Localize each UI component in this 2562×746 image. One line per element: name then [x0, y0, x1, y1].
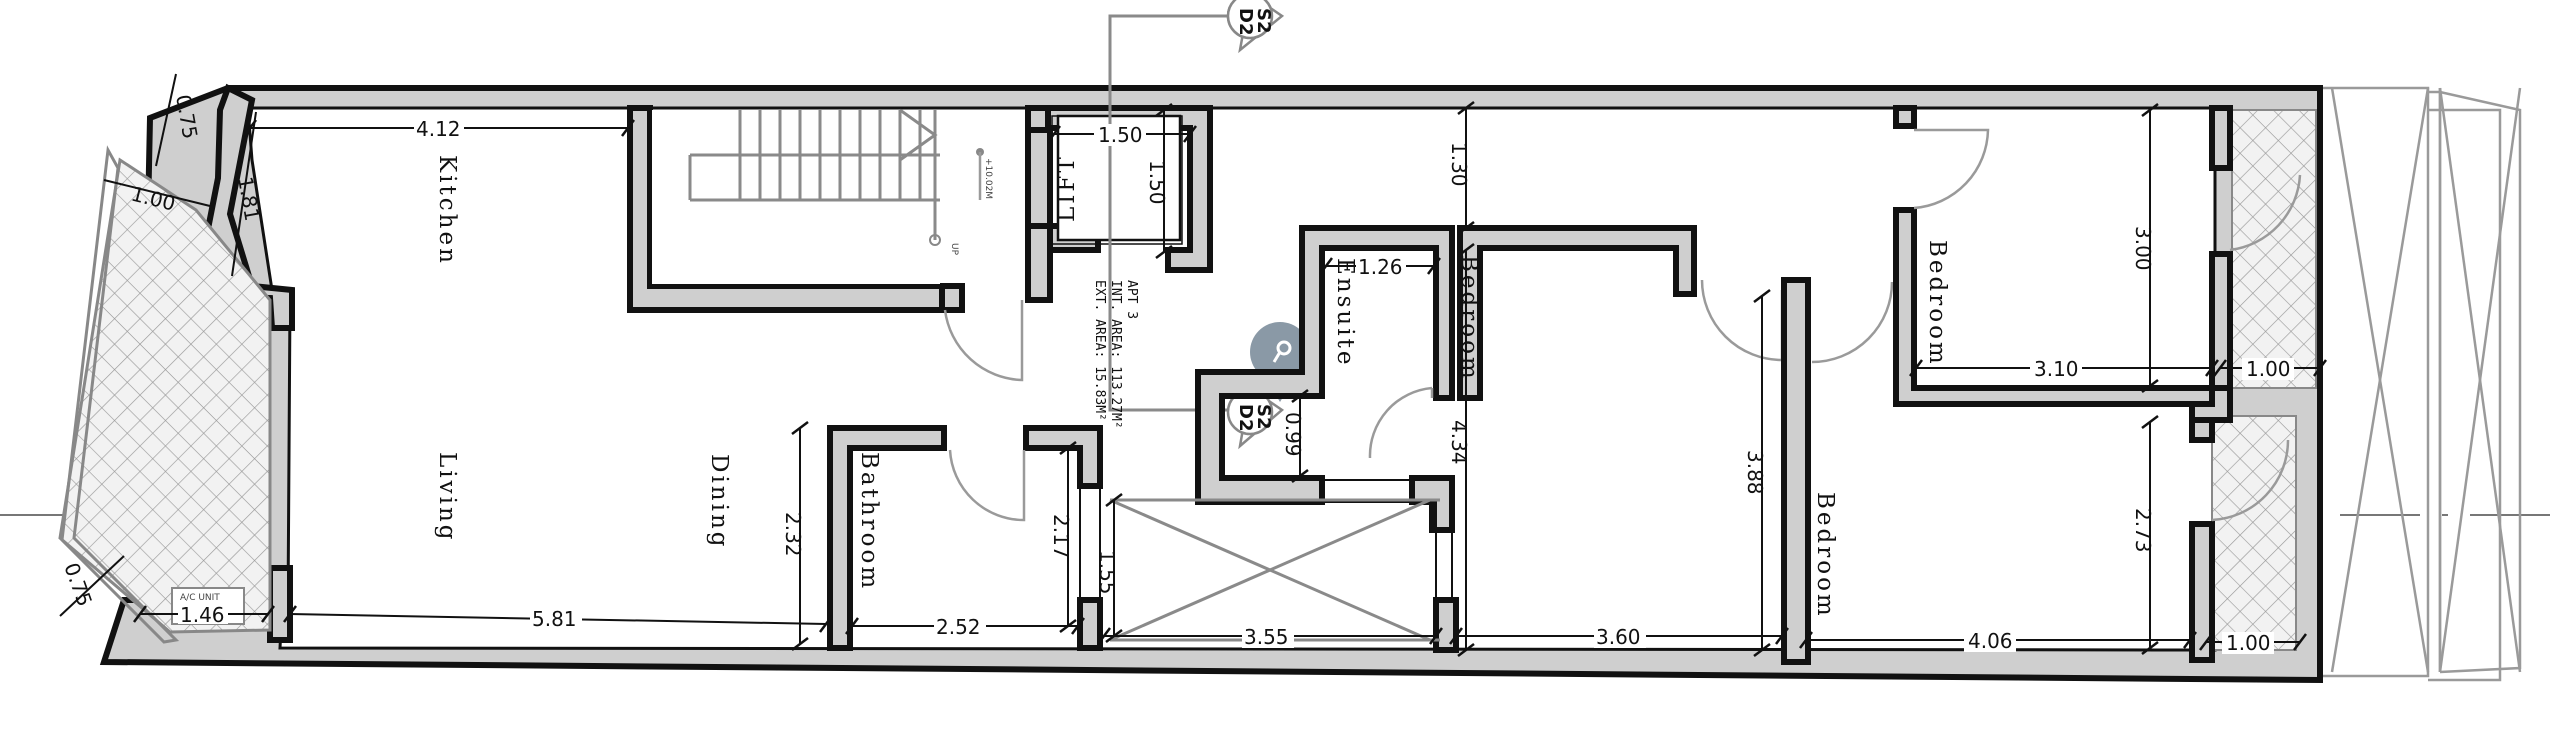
section-marker-top[interactable]: S2 D2 — [1226, 0, 1285, 54]
dim-1-26: 1.26 — [1358, 255, 1403, 279]
lift-shaft — [1051, 115, 1183, 245]
living-label: Living — [434, 452, 460, 543]
lightwell — [1109, 498, 1440, 642]
stair-up-label: UP — [949, 243, 959, 256]
dim-3-10: 3.10 — [2034, 357, 2079, 381]
ac-unit-label: A/C UNIT — [180, 593, 220, 603]
bathroom-door — [948, 449, 1026, 522]
bedroom2-walls — [1781, 277, 1811, 665]
right-balcony-bottom — [2211, 415, 2297, 651]
section-marker-bottom-line1: S2 — [1253, 404, 1274, 430]
apartment-info: APT 3 INT. AREA: 113.27M² EXT. AREA: 15.… — [1092, 280, 1139, 429]
bedroom3-door — [1913, 128, 1990, 210]
dim-3-60: 3.60 — [1596, 625, 1641, 649]
dimension-lines — [59, 73, 2327, 657]
apartment-name: APT 3 — [1124, 280, 1139, 319]
bathroom-walls — [827, 425, 947, 651]
dimension-labels: 4.12 1.81 0.75 1.00 1.50 1.50 1.30 1.26 … — [59, 93, 2294, 655]
section-marker-top-line2: D2 — [1235, 8, 1256, 35]
ensuite-walls — [1195, 225, 1455, 505]
dim-5-81: 5.81 — [532, 607, 577, 631]
left-terrace — [58, 157, 272, 634]
dim-2-52: 2.52 — [936, 615, 981, 639]
stair-door — [943, 300, 1024, 382]
dim-1-00-right-top: 1.00 — [2246, 357, 2291, 381]
bathroom-right-lower — [1077, 597, 1103, 651]
stair-wall-right — [939, 283, 965, 313]
dim-2-73: 2.73 — [2131, 508, 2155, 553]
dim-0-75-bot: 0.75 — [59, 560, 97, 610]
bedroom1-lower-wall — [1433, 597, 1459, 653]
right-balcony-top — [2231, 109, 2317, 389]
left-bottom-jamb — [267, 565, 293, 643]
dim-3-55: 3.55 — [1244, 625, 1289, 649]
left-terrace-rail — [60, 145, 180, 644]
section-marker-bottom[interactable]: S2 D2 — [1226, 385, 1285, 450]
level-mark: +10.02M — [983, 158, 993, 199]
right-walls — [2189, 105, 2233, 663]
bedroom3-walls — [1893, 207, 2215, 407]
context-lines — [2320, 86, 2522, 682]
section-line — [1108, 14, 1248, 412]
balcony-top-door — [2229, 174, 2302, 252]
balcony-bottom-door — [2211, 439, 2290, 522]
dim-3-00: 3.00 — [2131, 226, 2155, 271]
dim-3-88: 3.88 — [1743, 450, 1767, 495]
dim-4-34: 4.34 — [1447, 420, 1471, 465]
section-marker-top-line1: S2 — [1253, 8, 1274, 34]
bathroom-label: Bathroom — [856, 452, 882, 591]
bedroom2-label: Bedroom — [1812, 492, 1838, 619]
dining-label: Dining — [706, 454, 732, 550]
ensuite-jamb — [1409, 475, 1455, 533]
dim-4-12: 4.12 — [416, 117, 461, 141]
dim-1-55: 1.55 — [1095, 550, 1119, 595]
lift-label: LIFT — [1054, 154, 1080, 222]
bedroom2-door — [1811, 281, 1894, 364]
dim-1-50-h: 1.50 — [1098, 123, 1143, 147]
dim-4-06: 4.06 — [1968, 629, 2013, 653]
bedroom1-label: Bedroom — [1456, 255, 1482, 382]
staircase — [652, 108, 941, 284]
bedroom3-label: Bedroom — [1924, 240, 1950, 367]
dim-2-17: 2.17 — [1049, 514, 1073, 559]
kitchen-label: Kitchen — [434, 155, 460, 266]
dim-2-32: 2.32 — [781, 512, 805, 557]
apartment-ext-area: EXT. AREA: 15.83M² — [1092, 280, 1107, 421]
dim-1-00-right-bot: 1.00 — [2226, 631, 2271, 655]
bedroom1-door — [1700, 279, 1784, 362]
ensuite-label: Ensuite — [1332, 258, 1358, 367]
section-marker-bottom-line2: D2 — [1235, 404, 1256, 431]
dim-0-99: 0.99 — [1281, 412, 1305, 457]
dim-1-30: 1.30 — [1447, 142, 1471, 187]
bedroom3-top-notch — [1893, 105, 1917, 129]
apartment-int-area: INT. AREA: 113.27M² — [1108, 280, 1123, 429]
dim-1-50-v: 1.50 — [1145, 160, 1169, 205]
dim-1-46: 1.46 — [180, 603, 225, 627]
ensuite-door — [1368, 386, 1434, 459]
